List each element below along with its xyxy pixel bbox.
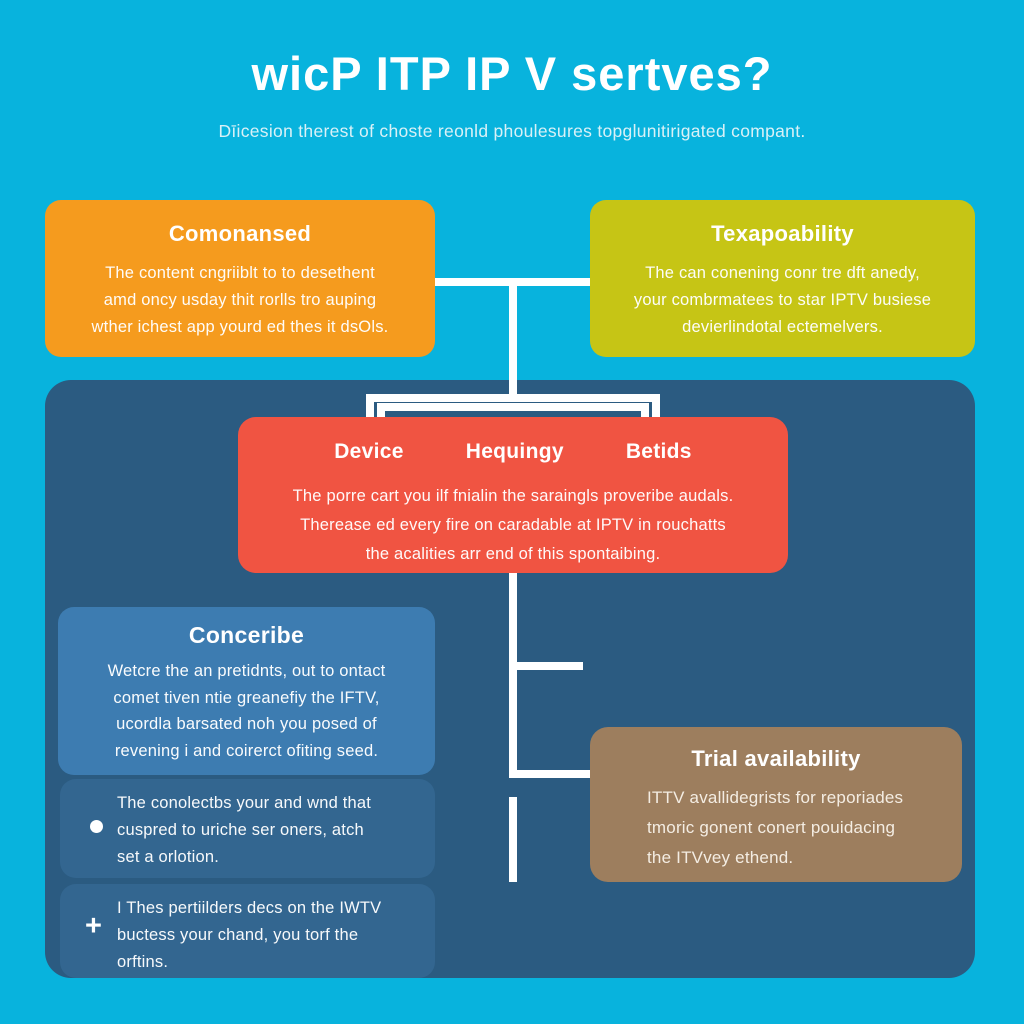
connector-bracket-outer-right bbox=[652, 394, 660, 424]
card-conceribe-title: Conceribe bbox=[188, 622, 305, 648]
connector-top-vertical bbox=[509, 284, 517, 396]
body-line: ITTV avallidegrists for reporiades bbox=[647, 788, 904, 807]
body-line: Wetcre the an pretidnts, out to ontact bbox=[107, 662, 386, 680]
body-line: The porre cart you ilf fnialin the sarai… bbox=[292, 487, 734, 505]
connector-stub-to-brown-card bbox=[517, 770, 592, 778]
red-card-headers: Device Hequingy Betids bbox=[238, 440, 788, 464]
body-line: set a orlotion. bbox=[117, 848, 220, 866]
red-card-body: The porre cart you ilf fnialin the sarai… bbox=[238, 482, 788, 569]
body-line: amd oncy usday thit rorlls tro auping bbox=[103, 291, 377, 309]
connector-bracket-inner-right bbox=[641, 403, 649, 424]
body-line: buctess your chand, you torf the bbox=[117, 926, 359, 944]
connector-top-horizontal bbox=[435, 278, 590, 286]
bullet-icon bbox=[90, 820, 103, 833]
connector-bracket-inner-left bbox=[377, 403, 385, 424]
red-header-hequingy: Hequingy bbox=[465, 440, 564, 463]
connector-lower-vertical bbox=[509, 797, 517, 882]
connector-mid-vertical bbox=[509, 573, 517, 778]
body-line: cuspred to uriche ser oners, atch bbox=[117, 821, 364, 839]
card-texapoability-title: Texapoability bbox=[711, 221, 854, 246]
body-line: orftins. bbox=[117, 953, 169, 971]
card-trial-availability: Trial availability ITTV avallidegrists f… bbox=[590, 727, 962, 882]
card-texapoability: Texapoability The can conening conr tre … bbox=[590, 200, 975, 357]
red-header-device: Device bbox=[334, 440, 404, 463]
body-line: The content cngriiblt to to desethent bbox=[105, 264, 375, 282]
page-title: wicP ITP IP V sertves? bbox=[251, 47, 773, 100]
card-device-hequingy-betids: Device Hequingy Betids The porre cart yo… bbox=[238, 417, 788, 573]
body-line: The conolectbs your and wnd that bbox=[117, 794, 372, 812]
body-line: tmoric gonent conert pouidacing bbox=[647, 818, 896, 837]
card-conceribe-body: Wetcre the an pretidnts, out to ontact c… bbox=[58, 658, 435, 764]
page-subtitle: Dīicesion therest of choste reonld phoul… bbox=[218, 121, 806, 141]
connector-bracket-outer-left bbox=[366, 394, 374, 424]
connector-bracket-outer-top bbox=[366, 394, 660, 402]
card-comonansed-body: The content cngriiblt to to desethent am… bbox=[45, 260, 435, 341]
body-line: the acalities arr end of this spontaibin… bbox=[365, 545, 661, 563]
card-trial-availability-title: Trial availability bbox=[691, 746, 861, 771]
card-texapoability-body: The can conening conr tre dft anedy, you… bbox=[590, 260, 975, 341]
list-item-plus-text: I Thes pertiilders decs on the IWTV buct… bbox=[117, 884, 435, 976]
body-line: I Thes pertiilders decs on the IWTV bbox=[117, 899, 382, 917]
card-comonansed-title: Comonansed bbox=[168, 221, 312, 246]
red-header-betids: Betids bbox=[625, 440, 692, 463]
card-trial-availability-body: ITTV avallidegrists for reporiades tmori… bbox=[647, 783, 962, 873]
body-line: comet tiven ntie greanefiy the IFTV, bbox=[113, 688, 380, 707]
card-comonansed: Comonansed The content cngriiblt to to d… bbox=[45, 200, 435, 357]
body-line: ucordla barsated noh you posed of bbox=[116, 715, 377, 733]
connector-stub-upper bbox=[517, 662, 583, 670]
body-line: wther ichest app yourd ed thes it dsOls. bbox=[91, 318, 389, 336]
connector-bracket-inner-top bbox=[377, 403, 649, 411]
body-line: your combrmatees to star IPTV busiese bbox=[633, 291, 932, 309]
list-item-plus: + I Thes pertiilders decs on the IWTV bu… bbox=[60, 884, 435, 978]
plus-icon: + bbox=[85, 910, 102, 942]
body-line: Therease ed every fire on caradable at I… bbox=[300, 516, 726, 534]
body-line: the ITVvey ethend. bbox=[647, 848, 794, 867]
body-line: devierlindotal ectemelvers. bbox=[682, 318, 883, 336]
body-line: The can conening conr tre dft anedy, bbox=[645, 264, 920, 282]
list-item-bullet: The conolectbs your and wnd that cuspred… bbox=[60, 779, 435, 878]
list-item-bullet-text: The conolectbs your and wnd that cuspred… bbox=[117, 779, 435, 871]
card-conceribe: Conceribe Wetcre the an pretidnts, out t… bbox=[58, 607, 435, 775]
body-line: revening i and coirerct ofiting seed. bbox=[114, 741, 379, 760]
